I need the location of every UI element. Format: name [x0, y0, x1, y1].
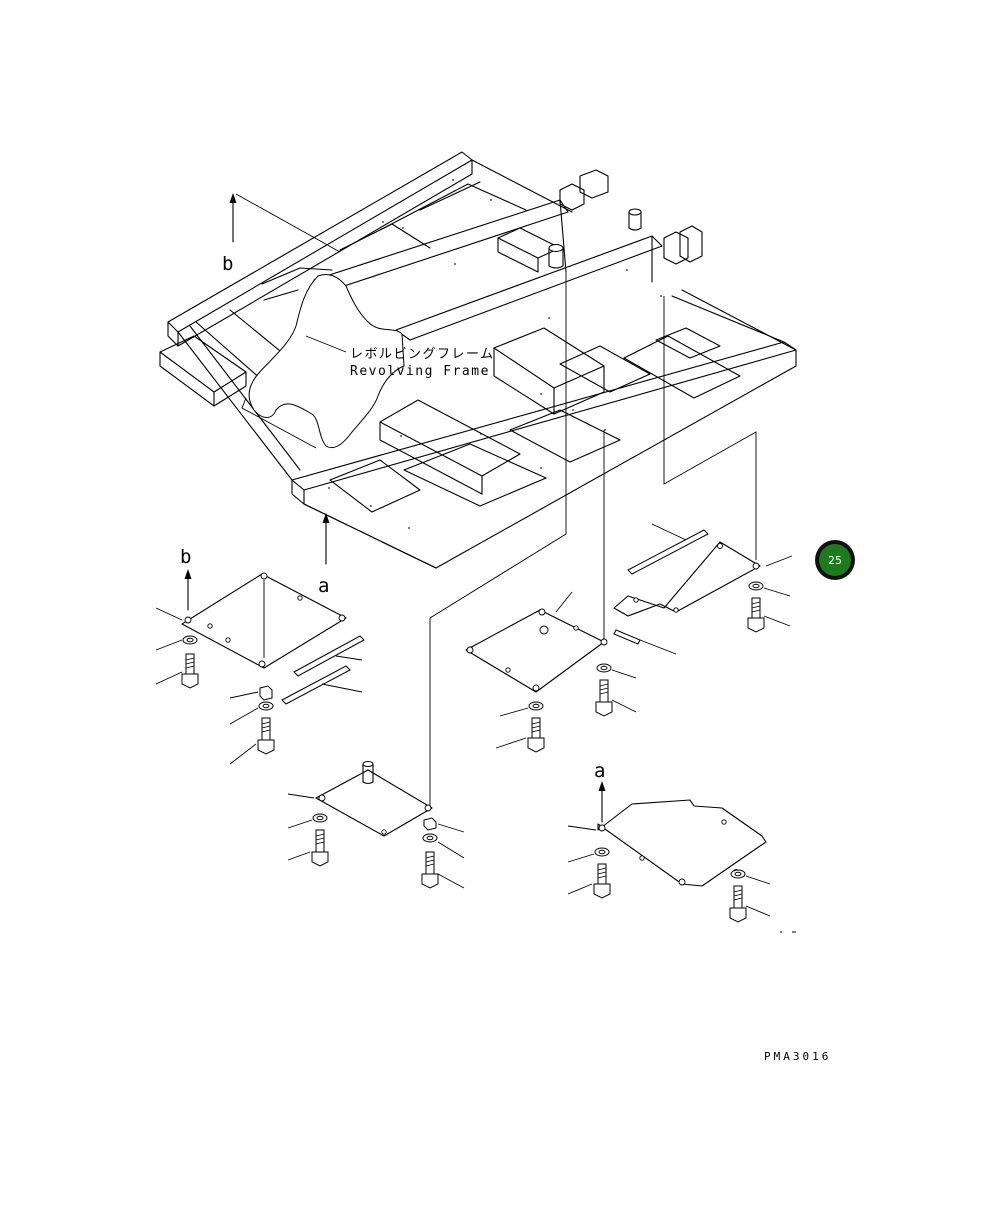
- shim-strip: [613, 523, 709, 655]
- cover-plate-small: [287, 769, 433, 837]
- view-arrow-b-top: b: [222, 193, 341, 275]
- page-number-badge[interactable]: 25: [815, 540, 855, 580]
- dowel-pin: [362, 761, 374, 785]
- view-label-b-top: b: [222, 253, 233, 275]
- washer: [499, 701, 544, 717]
- view-label-a-top: a: [318, 575, 329, 597]
- bolt: [287, 829, 329, 867]
- washer: [748, 581, 791, 597]
- view-label-b-lower: b: [180, 546, 191, 568]
- washer: [596, 663, 637, 679]
- drawing-code: PMA3016: [764, 1050, 831, 1063]
- washer: [155, 635, 198, 651]
- washer: [567, 847, 610, 863]
- washer: [730, 869, 771, 885]
- washer: [229, 701, 274, 725]
- nut: [423, 817, 465, 833]
- bolt: [595, 679, 637, 717]
- bolt: [495, 717, 545, 753]
- nut: [229, 685, 273, 701]
- cover-plate-right: [613, 541, 793, 617]
- bolt: [747, 597, 791, 633]
- bolt: [421, 851, 465, 889]
- revolving-frame: [159, 151, 797, 569]
- view-arrow-a-top: a: [318, 513, 330, 597]
- shim-strip: [281, 635, 365, 705]
- reference-lines: [263, 272, 757, 808]
- cover-plate-a: [567, 799, 767, 887]
- cover-plate-center: [465, 591, 608, 693]
- frame-label-en: Revolving Frame: [350, 364, 490, 379]
- washer: [422, 833, 465, 859]
- view-arrow-a-lower: a: [594, 760, 606, 823]
- bolt: [229, 717, 275, 765]
- view-label-a-lower: a: [594, 760, 605, 782]
- bolt: [155, 653, 199, 689]
- washer: [287, 813, 328, 829]
- badge-number: 25: [828, 554, 842, 567]
- view-arrow-b-lower: b: [180, 546, 192, 611]
- bolt: [729, 885, 771, 923]
- cover-plate-b: [155, 572, 347, 669]
- frame-label-jp: レボルビングフレーム: [350, 347, 495, 362]
- bolt: [567, 863, 611, 899]
- frame-label-leader: [305, 335, 347, 353]
